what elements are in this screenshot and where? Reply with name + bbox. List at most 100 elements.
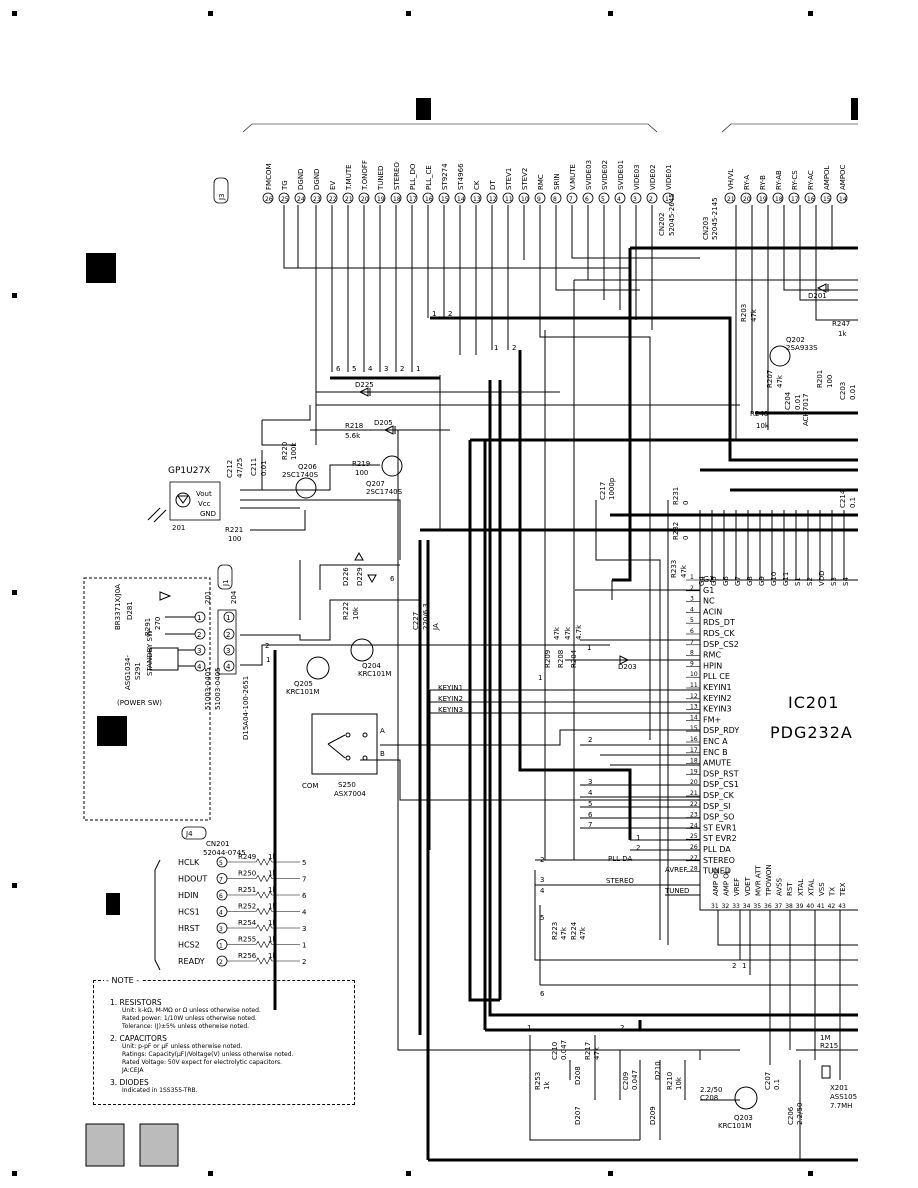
svg-text:4: 4 [197, 663, 202, 671]
r223-ref: R223 [551, 922, 559, 940]
c207-val: 0.1 [773, 1079, 781, 1090]
j3-pin-name: CK [473, 180, 481, 190]
q206-ref: Q206 [298, 463, 317, 471]
r224-val: 47k [579, 926, 587, 940]
ic201-pin-number: 21 [690, 790, 698, 797]
c212-ref: C212 [226, 460, 234, 478]
r207-val: 47k [776, 374, 784, 388]
cn203-pin-number: 18 [775, 196, 783, 203]
j4-resistor-ref: R255 [238, 936, 256, 944]
r253-val: 1k [543, 1081, 551, 1090]
j4-resistor-value: 1k [268, 886, 277, 894]
r217-ref: R217 [584, 1042, 592, 1060]
j3-pin-number: 16 [425, 196, 433, 203]
svg-text:2: 2 [620, 1024, 624, 1032]
ic201-top-pin: S1 [794, 577, 802, 586]
q205-part: KRC101M [286, 688, 319, 696]
j4-resistor-value: 1k [268, 870, 277, 878]
j3-pin-name: ST9274 [441, 163, 449, 190]
j3-pin-name: PLL_DO [409, 163, 417, 190]
q203-part: KRC101M [718, 1122, 751, 1130]
ic201-pin-number: 23 [690, 812, 698, 819]
ic201-pin-number: 39 [796, 903, 804, 910]
receiver-ref: 201 [172, 524, 185, 532]
q207-part: 2SC1740S [366, 488, 403, 496]
ic201-pin-number: 40 [806, 903, 814, 910]
c204-val: 0.01 [794, 394, 802, 410]
svg-text:1: 1 [266, 656, 270, 664]
j4-resistor-ref: R249 [238, 853, 256, 861]
note-line: Unit: p-pF or μF unless otherwise noted. [122, 1043, 243, 1050]
j3-pin-number: 1 [665, 196, 669, 203]
j3-pin-name: T.ONOFF [361, 160, 369, 191]
ic201-pin-name: KEYIN3 [703, 705, 732, 714]
transistor-symbols: Q202 2SA933S Q206 2SC1740S Q207 2SC1740S… [282, 336, 818, 1130]
r209-val: 47k [553, 626, 561, 640]
j3-pin-number: 5 [601, 196, 605, 203]
ic201-pin-name: RDS_CK [703, 629, 735, 638]
ic201-pin-name: DSP_CS2 [703, 640, 739, 649]
ic201-pin-number: 28 [690, 866, 698, 873]
j1-standby: STANDBY SW [146, 630, 154, 676]
ic201-pin-number: 27 [690, 855, 698, 862]
j1-s-ref: S291 [134, 662, 142, 680]
r217-val: 47k [593, 1046, 601, 1060]
j4-pin-number: 4 [219, 910, 223, 917]
j3-pin-number: 24 [297, 196, 305, 203]
r247-val: 1k [838, 330, 847, 338]
keyin2-label: KEYIN2 [438, 695, 463, 703]
svg-text:2: 2 [265, 642, 269, 650]
r219-ref: R219 [352, 460, 370, 468]
j4-cn-pin: 5 [302, 859, 306, 867]
x201-part: ASS105 [830, 1093, 857, 1101]
c217-val: 1000p [608, 477, 616, 500]
keyin1-label: KEYIN1 [438, 684, 463, 692]
j4-signal-name: HCS1 [178, 908, 200, 917]
c204-ref: C204 [784, 391, 792, 410]
cn203-pin-number: 17 [791, 196, 799, 203]
svg-text:6: 6 [336, 365, 341, 373]
j3-pin-number: 4 [617, 196, 621, 203]
j3-pin-number: 12 [489, 196, 497, 203]
svg-text:1: 1 [197, 614, 201, 622]
j3-pin-number: 23 [313, 196, 321, 203]
cn203-pin-name: VH/VL [727, 169, 735, 190]
j4-signal-name: HRST [178, 924, 200, 933]
j4-cn-part: 52044-0745 [203, 849, 246, 857]
j3-label: J3 [218, 193, 226, 201]
ic201-pin-name: ENC A [703, 737, 728, 746]
svg-text:3: 3 [197, 647, 201, 655]
ic201-pin-name: STEREO [703, 856, 735, 865]
cn203-ref: CN203 [702, 217, 710, 241]
ic201-pin-number: 26 [690, 844, 698, 851]
q204-part: KRC101M [358, 670, 391, 678]
r221-val: 100 [228, 535, 241, 543]
svg-text:1: 1 [432, 310, 436, 318]
svg-text:2: 2 [512, 344, 516, 352]
grid-box-2 [139, 1123, 179, 1167]
note-heading: 3. DIODES [110, 1078, 149, 1087]
j4-signal-name: HCLK [178, 858, 200, 867]
notes-title: - NOTE - [104, 976, 142, 985]
j3-pin-number: 2 [649, 196, 653, 203]
d207-ref: D207 [574, 1106, 582, 1125]
r208-ref: R208 [557, 650, 565, 668]
